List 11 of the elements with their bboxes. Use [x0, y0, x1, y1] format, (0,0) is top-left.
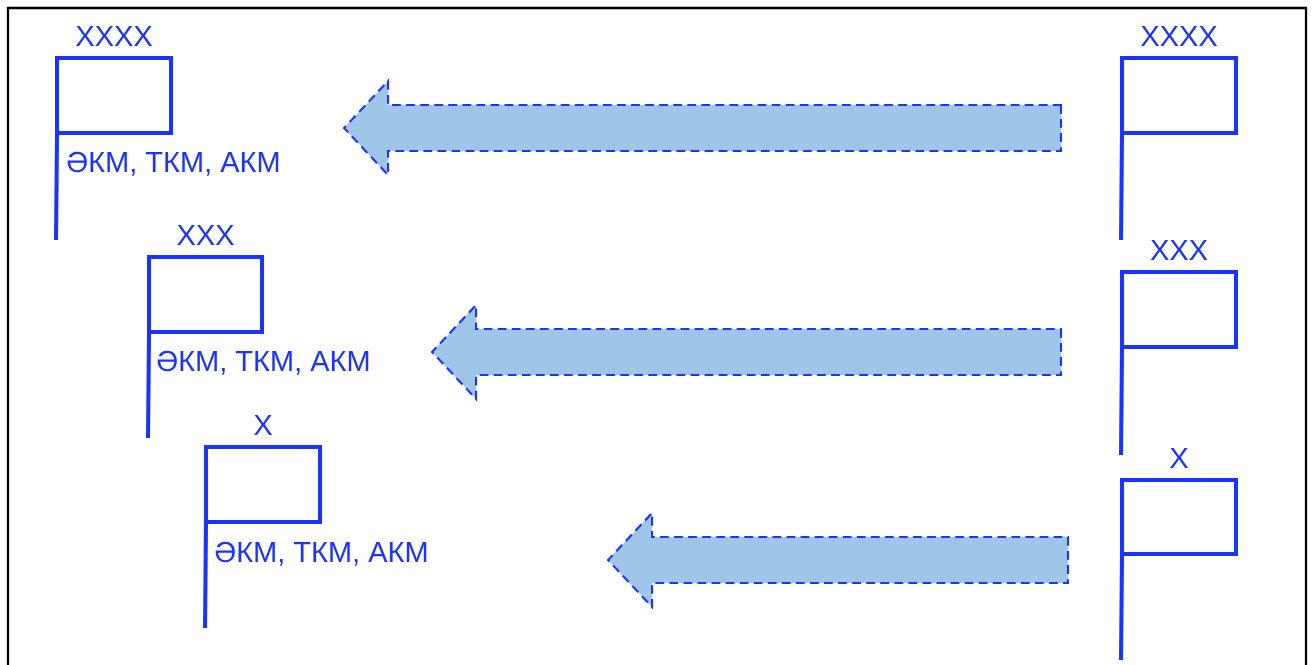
node-label: XXXX	[1141, 26, 1218, 46]
node-label: XXX	[177, 225, 234, 245]
flag-caption: ӘКМ, ТКМ, АКМ	[157, 350, 369, 375]
node-label: X	[254, 415, 273, 436]
flag-drawing: XXXX	[1119, 26, 1239, 240]
node-label: XXX	[1150, 240, 1208, 260]
node-label: X	[1170, 448, 1189, 469]
flag-drawing: X	[1119, 448, 1239, 661]
flag-caption: ӘКМ, ТКМ, АКМ	[215, 541, 427, 566]
node-label: XXXX	[75, 26, 153, 46]
flag-caption: ӘКМ, ТКМ, АКМ	[67, 151, 279, 176]
